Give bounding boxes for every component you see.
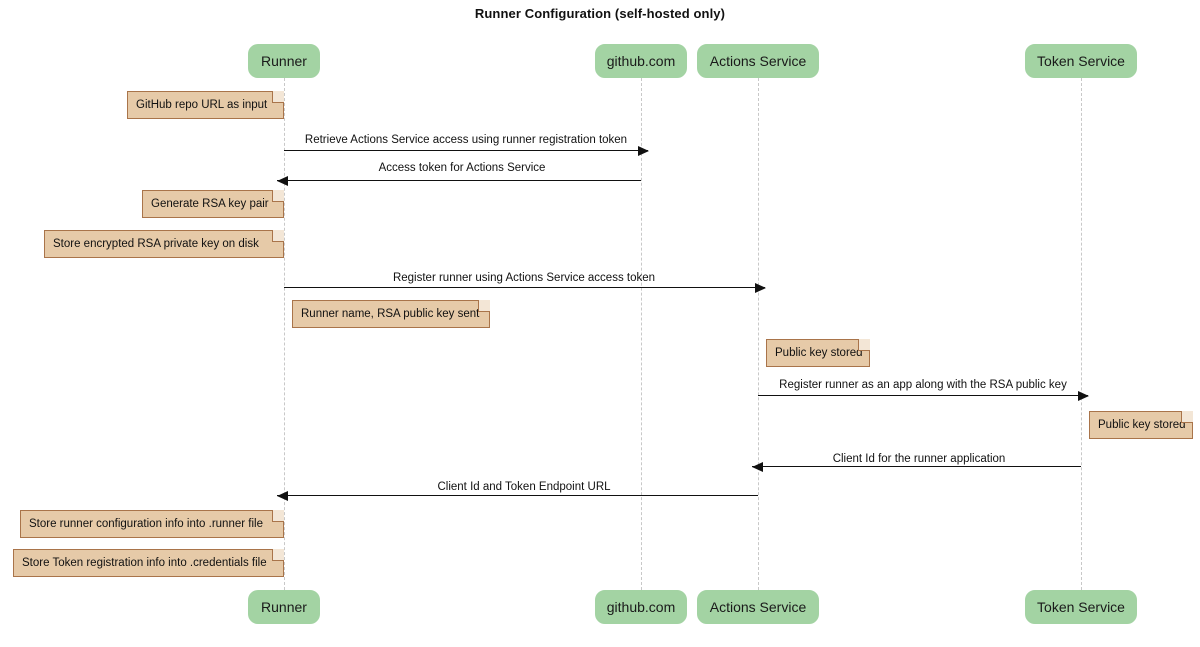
msg-access-token-arrowhead (277, 176, 288, 186)
note-text: Generate RSA key pair (151, 198, 269, 210)
lifeline-runner (284, 78, 285, 590)
lifeline-actions (758, 78, 759, 590)
note-text: Public key stored (1098, 419, 1186, 431)
participant-label: Runner (261, 53, 307, 69)
msg-client-id-arrowhead (752, 462, 763, 472)
note-public-key-stored-1: Public key stored (766, 339, 870, 367)
note-text: Store Token registration info into .cred… (22, 557, 267, 569)
participant-actions-bottom[interactable]: Actions Service (697, 590, 819, 624)
note-fold-corner-icon (478, 300, 490, 312)
msg-client-id-line (752, 466, 1081, 467)
participant-label: Actions Service (709, 53, 807, 69)
msg-retrieve-actions-access-arrowhead (638, 146, 649, 156)
msg-register-runner-label: Register runner using Actions Service ac… (392, 272, 656, 284)
participant-label: Runner (261, 599, 307, 615)
note-generate-rsa: Generate RSA key pair (142, 190, 284, 218)
note-text: Store runner configuration info into .ru… (29, 518, 263, 530)
participant-actions-top[interactable]: Actions Service (697, 44, 819, 78)
msg-register-runner-app-arrowhead (1078, 391, 1089, 401)
note-text: Public key stored (775, 347, 863, 359)
msg-retrieve-actions-access-line (284, 150, 648, 151)
msg-client-id-label: Client Id for the runner application (832, 453, 1006, 465)
note-fold-corner-icon (858, 339, 870, 351)
participant-github-top[interactable]: github.com (595, 44, 687, 78)
note-store-token-reg: Store Token registration info into .cred… (13, 549, 284, 577)
note-text: Runner name, RSA public key sent (301, 308, 480, 320)
msg-access-token-label: Access token for Actions Service (378, 162, 546, 174)
msg-access-token-line (277, 180, 641, 181)
note-fold-corner-icon (272, 190, 284, 202)
participant-label: Token Service (1037, 599, 1125, 615)
msg-client-id-token-endpoint-line (277, 495, 758, 496)
note-runner-name-pubkey: Runner name, RSA public key sent (292, 300, 490, 328)
note-fold-corner-icon (272, 510, 284, 522)
note-store-runner-config: Store runner configuration info into .ru… (20, 510, 284, 538)
msg-client-id-token-endpoint-arrowhead (277, 491, 288, 501)
note-text: Store encrypted RSA private key on disk (53, 238, 259, 250)
lifeline-token (1081, 78, 1082, 590)
participant-github-bottom[interactable]: github.com (595, 590, 687, 624)
lifeline-github (641, 78, 642, 590)
participant-label: github.com (606, 599, 676, 615)
msg-client-id-token-endpoint-label: Client Id and Token Endpoint URL (437, 481, 611, 493)
msg-retrieve-actions-access-label: Retrieve Actions Service access using ru… (304, 134, 628, 146)
participant-token-bottom[interactable]: Token Service (1025, 590, 1137, 624)
msg-register-runner-app-label: Register runner as an app along with the… (779, 379, 1067, 391)
participant-label: Actions Service (709, 599, 807, 615)
note-fold-corner-icon (1181, 411, 1193, 423)
diagram-title: Runner Configuration (self-hosted only) (474, 6, 726, 21)
note-fold-corner-icon (272, 230, 284, 242)
msg-register-runner-line (284, 287, 765, 288)
note-public-key-stored-2: Public key stored (1089, 411, 1193, 439)
note-github-repo-url: GitHub repo URL as input (127, 91, 284, 119)
participant-label: Token Service (1037, 53, 1125, 69)
participant-token-top[interactable]: Token Service (1025, 44, 1137, 78)
msg-register-runner-app-line (758, 395, 1088, 396)
participant-runner-bottom[interactable]: Runner (248, 590, 320, 624)
note-text: GitHub repo URL as input (136, 99, 268, 111)
msg-register-runner-arrowhead (755, 283, 766, 293)
participant-label: github.com (606, 53, 676, 69)
note-fold-corner-icon (272, 549, 284, 561)
note-store-private-key: Store encrypted RSA private key on disk (44, 230, 284, 258)
participant-runner-top[interactable]: Runner (248, 44, 320, 78)
note-fold-corner-icon (272, 91, 284, 103)
